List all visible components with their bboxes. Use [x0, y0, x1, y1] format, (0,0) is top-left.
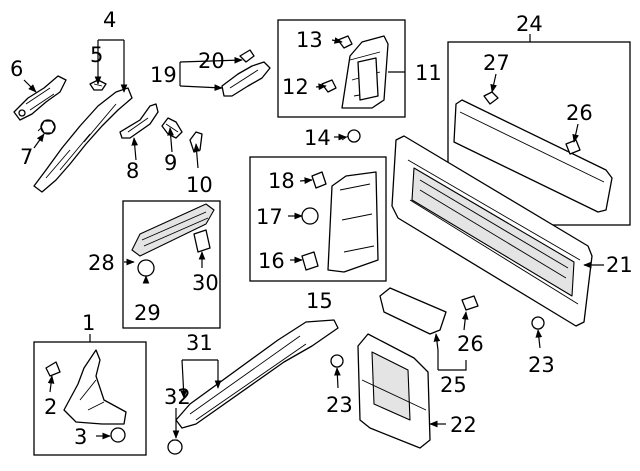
callout-1: 1 [82, 311, 95, 335]
callout-23-left: 23 [326, 393, 353, 417]
callout-28: 28 [88, 251, 115, 275]
callout-21: 21 [606, 253, 633, 277]
group-box-15 [249, 156, 387, 282]
callout-30: 30 [192, 271, 219, 295]
part-7-bolt [37, 119, 56, 135]
part-23-pin-left [330, 354, 344, 368]
callout-7: 7 [20, 145, 33, 169]
callout-16: 16 [258, 249, 285, 273]
callout-20: 20 [198, 49, 225, 73]
part-11-trim-panel [321, 35, 389, 109]
callout-22: 22 [450, 413, 477, 437]
callout-17: 17 [256, 205, 283, 229]
part-19-trim-strip [221, 49, 271, 97]
part-14-push-pin [341, 129, 361, 143]
callout-10: 10 [186, 173, 213, 197]
callout-2: 2 [44, 395, 57, 419]
callout-5: 5 [90, 43, 103, 67]
callout-27: 27 [483, 51, 510, 75]
part-6-bracket [13, 75, 67, 121]
callout-6: 6 [10, 57, 23, 81]
callout-29: 29 [134, 301, 161, 325]
part-32-bolt [167, 439, 183, 455]
callout-32: 32 [164, 385, 191, 409]
group-box-28 [122, 200, 221, 329]
callout-26-bottom: 26 [457, 332, 484, 356]
callout-18: 18 [268, 169, 295, 193]
callout-25: 25 [440, 373, 467, 397]
callout-13: 13 [296, 28, 323, 52]
part-4-pillar-trim [33, 87, 133, 193]
callout-19: 19 [150, 63, 177, 87]
callout-23-right: 23 [528, 353, 555, 377]
part-23-pin-right [531, 316, 545, 330]
part-22-bracket [357, 333, 431, 449]
callout-8: 8 [126, 159, 139, 183]
callout-9: 9 [164, 151, 177, 175]
callout-14: 14 [304, 126, 331, 150]
callout-labels: 6 4 5 7 8 9 10 19 20 13 12 11 14 24 27 2… [10, 8, 633, 449]
part-25-cover [379, 287, 479, 335]
part-21-tailgate [391, 135, 593, 327]
callout-3: 3 [74, 425, 87, 449]
leader-lines [23, 34, 604, 440]
callout-26-top: 26 [566, 101, 593, 125]
callout-24: 24 [516, 12, 543, 36]
part-15-side-panel [301, 171, 379, 273]
callout-4: 4 [103, 8, 116, 32]
group-box-11 [277, 19, 406, 118]
part-9-fastener [161, 117, 183, 139]
part-31-rocker-trim [175, 319, 339, 429]
part-1-seal [45, 349, 127, 443]
callout-12: 12 [282, 75, 309, 99]
callout-31: 31 [186, 331, 213, 355]
callout-15: 15 [306, 289, 333, 313]
part-8-handle [119, 103, 159, 139]
callout-11: 11 [415, 61, 442, 85]
part-28-sill-plate [131, 203, 215, 277]
